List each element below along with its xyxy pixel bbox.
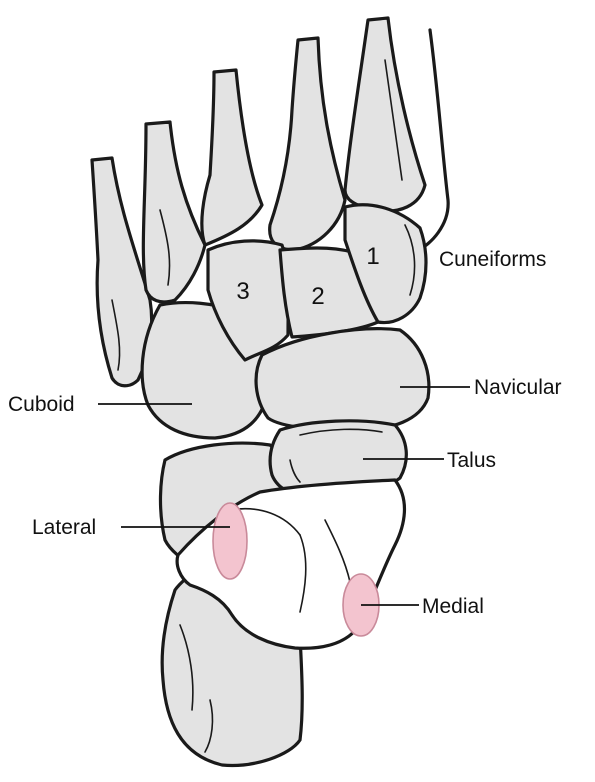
- label-medial: Medial: [422, 595, 484, 618]
- cuneiform-number-3: 3: [236, 278, 249, 305]
- cuneiform-number-2: 2: [311, 283, 324, 310]
- cuneiform-number-1: 1: [366, 243, 379, 270]
- label-cuneiforms: Cuneiforms: [439, 248, 546, 271]
- navicular-bone: [254, 327, 431, 432]
- label-lateral: Lateral: [32, 516, 96, 539]
- metatarsal-4: [141, 120, 207, 304]
- cuneiform-3: [206, 239, 290, 362]
- cuneiform-1: [343, 203, 428, 325]
- metatarsal-2: [268, 36, 347, 252]
- metatarsal-3: [200, 68, 264, 247]
- metatarsal-5: [90, 156, 154, 388]
- label-navicular: Navicular: [474, 376, 562, 399]
- label-talus: Talus: [447, 449, 496, 472]
- lateral-articular-surface: [212, 502, 248, 580]
- label-cuboid: Cuboid: [8, 393, 75, 416]
